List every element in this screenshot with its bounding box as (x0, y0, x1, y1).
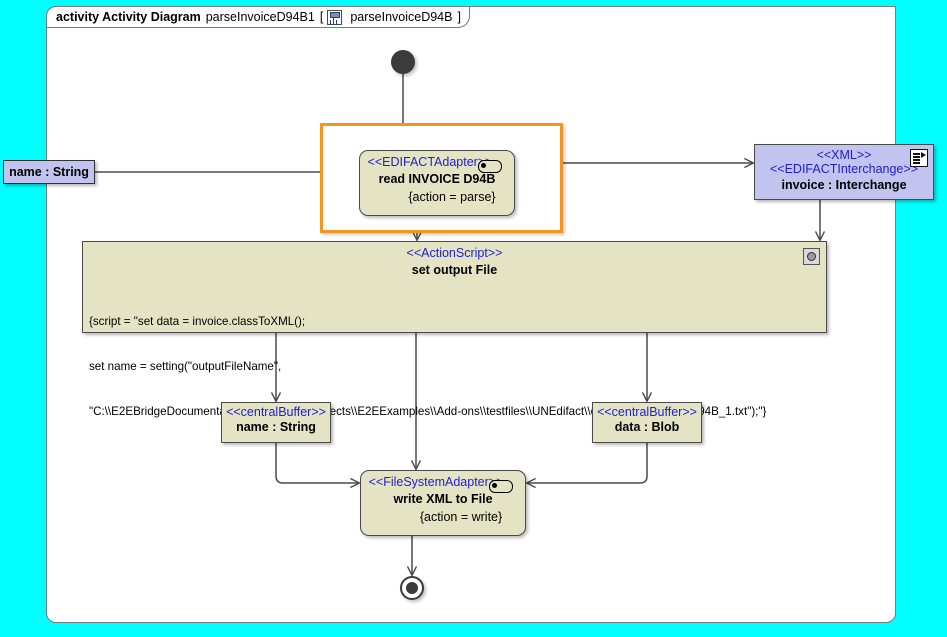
diagram-frame-header: activity Activity Diagram parseInvoiceD9… (46, 6, 470, 28)
write-action-property: {action = write} (419, 510, 503, 524)
buffer-name-title: name : String (236, 420, 316, 434)
diagram-icon (327, 9, 343, 25)
xml-object-title: invoice : Interchange (781, 178, 907, 192)
document-icon (910, 149, 928, 167)
action-script[interactable]: <<ActionScript>> set output File {script… (82, 241, 827, 418)
script-line-1: {script = "set data = invoice.classToXML… (89, 315, 306, 328)
frame-diagram-name: parseInvoiceD94B1 (205, 10, 315, 24)
buffer-name-stereotype: <<centralBuffer>> (226, 405, 326, 419)
write-action[interactable]: <<FileSystemAdapter>> write XML to File … (360, 470, 526, 536)
write-action-stereotype: <<FileSystemAdapter>> (368, 475, 504, 489)
frame-bracket-close: ] (457, 10, 461, 24)
script-line-3: "C:\\E2EBridgeDocumentation\\E2EBuilderP… (89, 405, 767, 418)
action-script-stereotype: <<ActionScript>> (406, 246, 503, 260)
write-action-title: write XML to File (393, 492, 493, 506)
adapter-pin-icon (489, 480, 513, 493)
gear-icon (803, 248, 820, 265)
xml-object-stereotype-1: <<XML>> (816, 148, 872, 162)
read-action-title: read INVOICE D94B (378, 172, 496, 186)
input-pin-label: name : String (9, 165, 89, 179)
script-line-2: set name = setting("outputFileName", (89, 360, 282, 373)
buffer-data-stereotype: <<centralBuffer>> (597, 405, 697, 419)
action-script-title: set output File (411, 263, 498, 277)
read-action-stereotype: <<EDIFACTAdapter>> (367, 155, 493, 169)
frame-keyword: activity Activity Diagram (56, 10, 201, 24)
xml-object-stereotype-2: <<EDIFACTInterchange>> (769, 162, 918, 176)
buffer-data[interactable]: <<centralBuffer>> data : Blob (592, 402, 702, 443)
adapter-pin-icon (478, 160, 502, 173)
initial-node[interactable] (391, 50, 415, 74)
read-action-property: {action = parse} (408, 190, 496, 204)
buffer-data-title: data : Blob (614, 420, 680, 434)
buffer-name[interactable]: <<centralBuffer>> name : String (221, 402, 331, 443)
frame-qualifier: parseInvoiceD94B (350, 10, 453, 24)
read-action[interactable]: <<EDIFACTAdapter>> read INVOICE D94B {ac… (359, 150, 515, 216)
activity-final-node[interactable] (400, 576, 424, 600)
xml-object[interactable]: <<XML>> <<EDIFACTInterchange>> invoice :… (754, 144, 934, 200)
action-script-body: {script = "set data = invoice.classToXML… (83, 284, 826, 449)
input-pin-name[interactable]: name : String (3, 160, 95, 184)
frame-bracket-open: [ (319, 10, 324, 24)
